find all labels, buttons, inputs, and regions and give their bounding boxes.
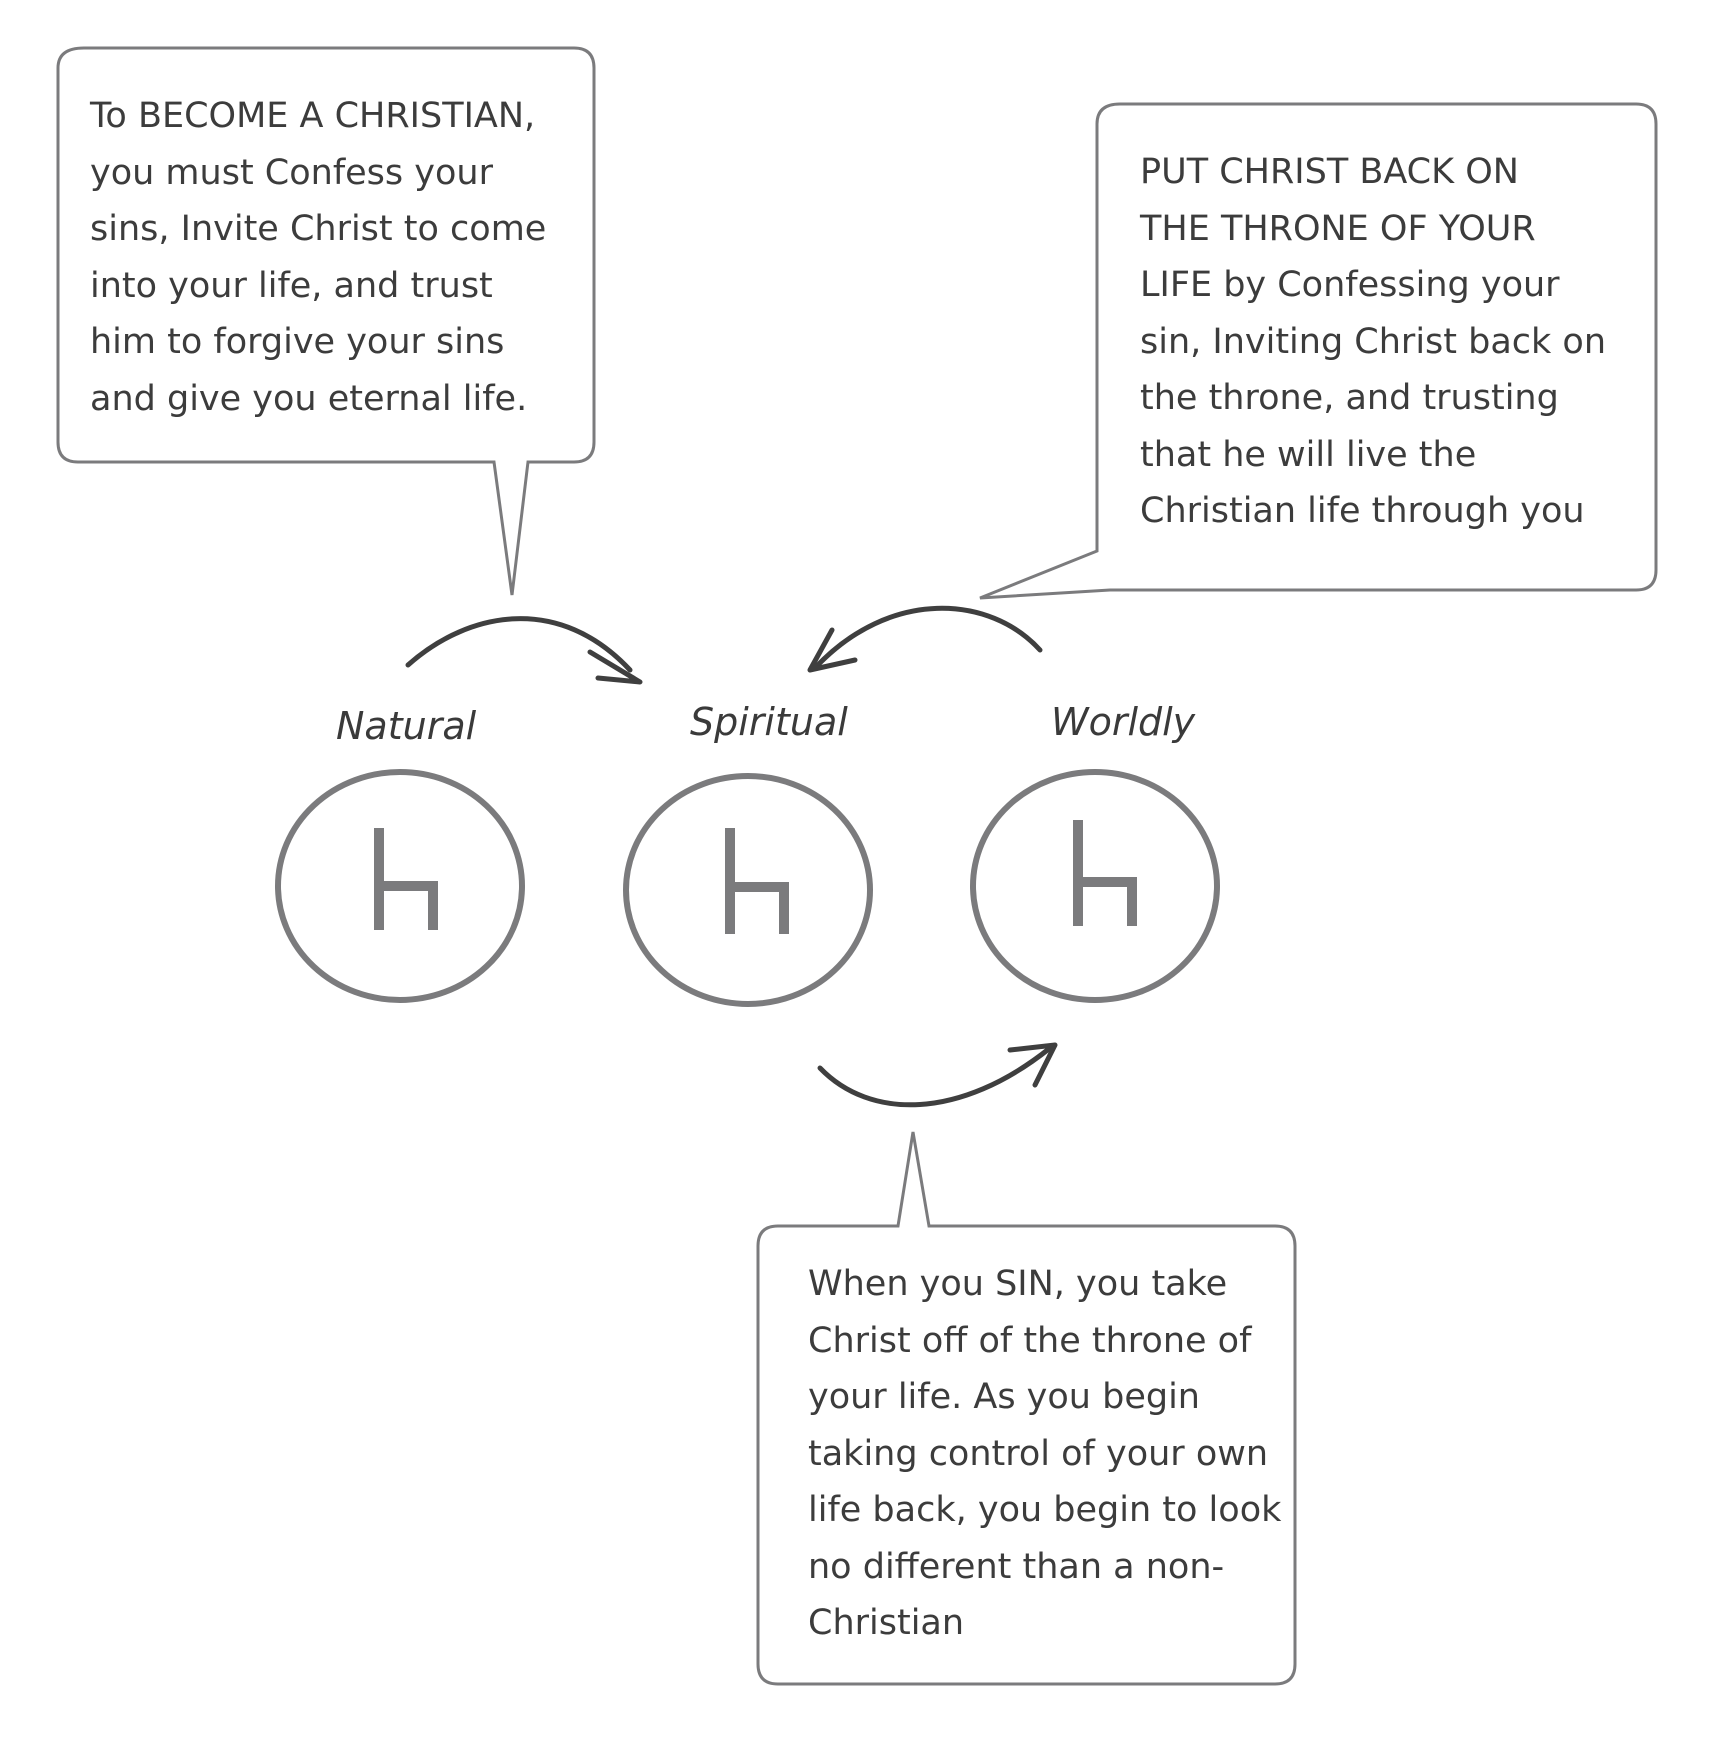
become-christian-bubble xyxy=(56,46,596,596)
text-line: PUT CHRIST BACK ON xyxy=(1140,152,1519,192)
put-christ-back-text: PUT CHRIST BACK ON THE THRONE OF YOUR LI… xyxy=(1140,144,1606,540)
text-line: Christ off of the throne of xyxy=(808,1320,1252,1361)
become-christian-text: To BECOME A CHRISTIAN, you must Confess … xyxy=(90,88,546,427)
text-line: into your life, and trust xyxy=(90,265,493,306)
worldly-label: Worldly xyxy=(1051,700,1196,744)
spiritual-circle xyxy=(623,773,873,1007)
worldly-state xyxy=(970,769,1220,1003)
spiritual-to-worldly-arrow xyxy=(817,1042,1058,1108)
text-line: sin, Inviting Christ back on xyxy=(1140,321,1607,362)
text-line: taking control of your own xyxy=(808,1433,1269,1474)
text-line: sins, Invite Christ to come xyxy=(90,209,547,249)
when-you-sin-text: When you SIN, you take Christ off of the… xyxy=(808,1256,1281,1652)
spiritual-label: Spiritual xyxy=(690,700,848,744)
text-line: When you SIN, you take xyxy=(808,1264,1228,1304)
text-line: To BECOME A CHRISTIAN, xyxy=(90,96,536,136)
natural-state xyxy=(275,769,525,1003)
throne-chair-icon xyxy=(725,828,789,934)
text-line: no different than a non- xyxy=(808,1546,1225,1587)
natural-label: Natural xyxy=(336,704,477,748)
text-line: your life. As you begin xyxy=(808,1377,1200,1417)
text-line: LIFE by Confessing your xyxy=(1140,265,1560,305)
text-line: that he will live the xyxy=(1140,434,1477,475)
text-line: THE THRONE OF YOUR xyxy=(1140,208,1536,249)
put-christ-back-bubble xyxy=(979,102,1658,600)
throne-chair-icon xyxy=(1073,820,1137,926)
text-line: the throne, and trusting xyxy=(1140,378,1559,418)
natural-to-spiritual-arrow xyxy=(405,616,643,685)
text-line: Christian xyxy=(808,1603,965,1643)
text-line: him to forgive your sins xyxy=(90,322,505,362)
text-line: you must Confess your xyxy=(90,152,493,193)
spiritual-state xyxy=(623,773,873,1007)
text-line: and give you eternal life. xyxy=(90,378,528,419)
text-line: life back, you begin to look xyxy=(808,1490,1282,1530)
worldly-circle xyxy=(970,769,1220,1003)
when-you-sin-bubble xyxy=(756,1131,1297,1686)
natural-circle xyxy=(275,769,525,1003)
worldly-to-spiritual-arrow xyxy=(807,605,1043,673)
text-line: Christian life through you xyxy=(1140,491,1585,531)
throne-chair-icon xyxy=(374,828,438,930)
